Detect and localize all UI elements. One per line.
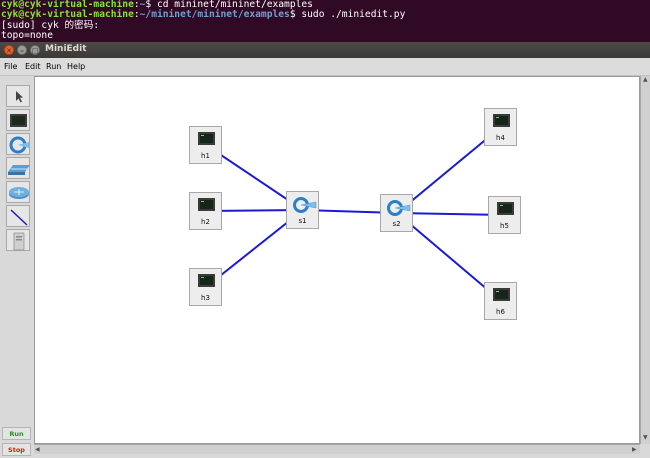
menu-run[interactable]: Run [46,62,62,71]
pointer-icon [16,91,23,103]
node-label: h2 [201,218,210,226]
host-node-h5[interactable]: h5 [488,196,521,234]
menu-file[interactable]: File [4,62,18,71]
menu-edit[interactable]: Edit [25,62,41,71]
select-tool[interactable] [6,85,30,107]
toolbar: Run Stop [0,77,34,458]
terminal-line: cyk@cyk-virtual-machine:~$ cd mininet/mi… [1,0,313,10]
legacy-switch-icon [8,165,30,175]
terminal: cyk@cyk-virtual-machine:~$ cd mininet/mi… [0,0,650,42]
scroll-up-icon[interactable]: ▲ [643,76,648,83]
host-node-h2[interactable]: h2 [189,192,222,230]
maximize-icon[interactable]: □ [30,45,40,55]
scroll-left-icon[interactable]: ◀ [35,446,40,453]
node-label: s2 [392,220,401,228]
menu-bar: File Edit Run Help [0,58,650,76]
scroll-down-icon[interactable]: ▼ [643,434,648,441]
host-icon [10,114,27,127]
switch-icon [9,136,29,154]
topology-canvas[interactable]: h1 h2 h3 h4 h5 h6 s1 s2 [34,76,640,444]
host-icon [493,114,510,127]
host-icon [198,132,215,145]
controller-tool[interactable] [6,229,30,251]
node-label: s1 [298,217,307,225]
host-node-h4[interactable]: h4 [484,108,517,146]
switch-node-s2[interactable]: s2 [380,194,413,232]
link-icon [10,209,28,226]
host-tool[interactable] [6,109,30,131]
controller-icon [13,232,25,251]
switch-tool[interactable] [6,133,30,155]
terminal-line: topo=none [1,30,53,42]
switch-node-s1[interactable]: s1 [286,191,319,229]
switch-icon [293,197,317,213]
host-icon [198,274,215,287]
minimize-icon[interactable]: – [17,45,27,55]
host-icon [493,288,510,301]
node-label: h3 [201,294,210,302]
run-button[interactable]: Run [2,427,31,440]
node-label: h1 [201,152,210,160]
scroll-right-icon[interactable]: ▶ [632,446,637,453]
host-node-h6[interactable]: h6 [484,282,517,320]
title-bar[interactable]: ✕ – □ MiniEdit [0,42,650,58]
terminal-line: [sudo] cyk 的密码: [1,19,100,31]
host-icon [497,202,514,215]
node-label: h6 [496,308,505,316]
node-label: h4 [496,134,505,142]
node-label: h5 [500,222,509,230]
host-node-h3[interactable]: h3 [189,268,222,306]
close-icon[interactable]: ✕ [4,45,14,55]
host-icon [198,198,215,211]
terminal-line: cyk@cyk-virtual-machine:~/mininet/minine… [1,9,406,21]
vertical-scrollbar[interactable]: ▲ ▼ [640,76,650,444]
menu-help[interactable]: Help [67,62,86,71]
router-icon [9,187,29,199]
host-node-h1[interactable]: h1 [189,126,222,164]
miniedit-window: ✕ – □ MiniEdit File Edit Run Help [0,42,650,458]
switch-icon [387,200,411,216]
legacy-switch-tool[interactable] [6,157,30,179]
stop-button[interactable]: Stop [2,443,31,456]
link-tool[interactable] [6,205,30,227]
legacy-router-tool[interactable] [6,181,30,203]
horizontal-scrollbar[interactable]: ◀ ▶ [34,444,640,454]
window-title: MiniEdit [45,44,87,54]
